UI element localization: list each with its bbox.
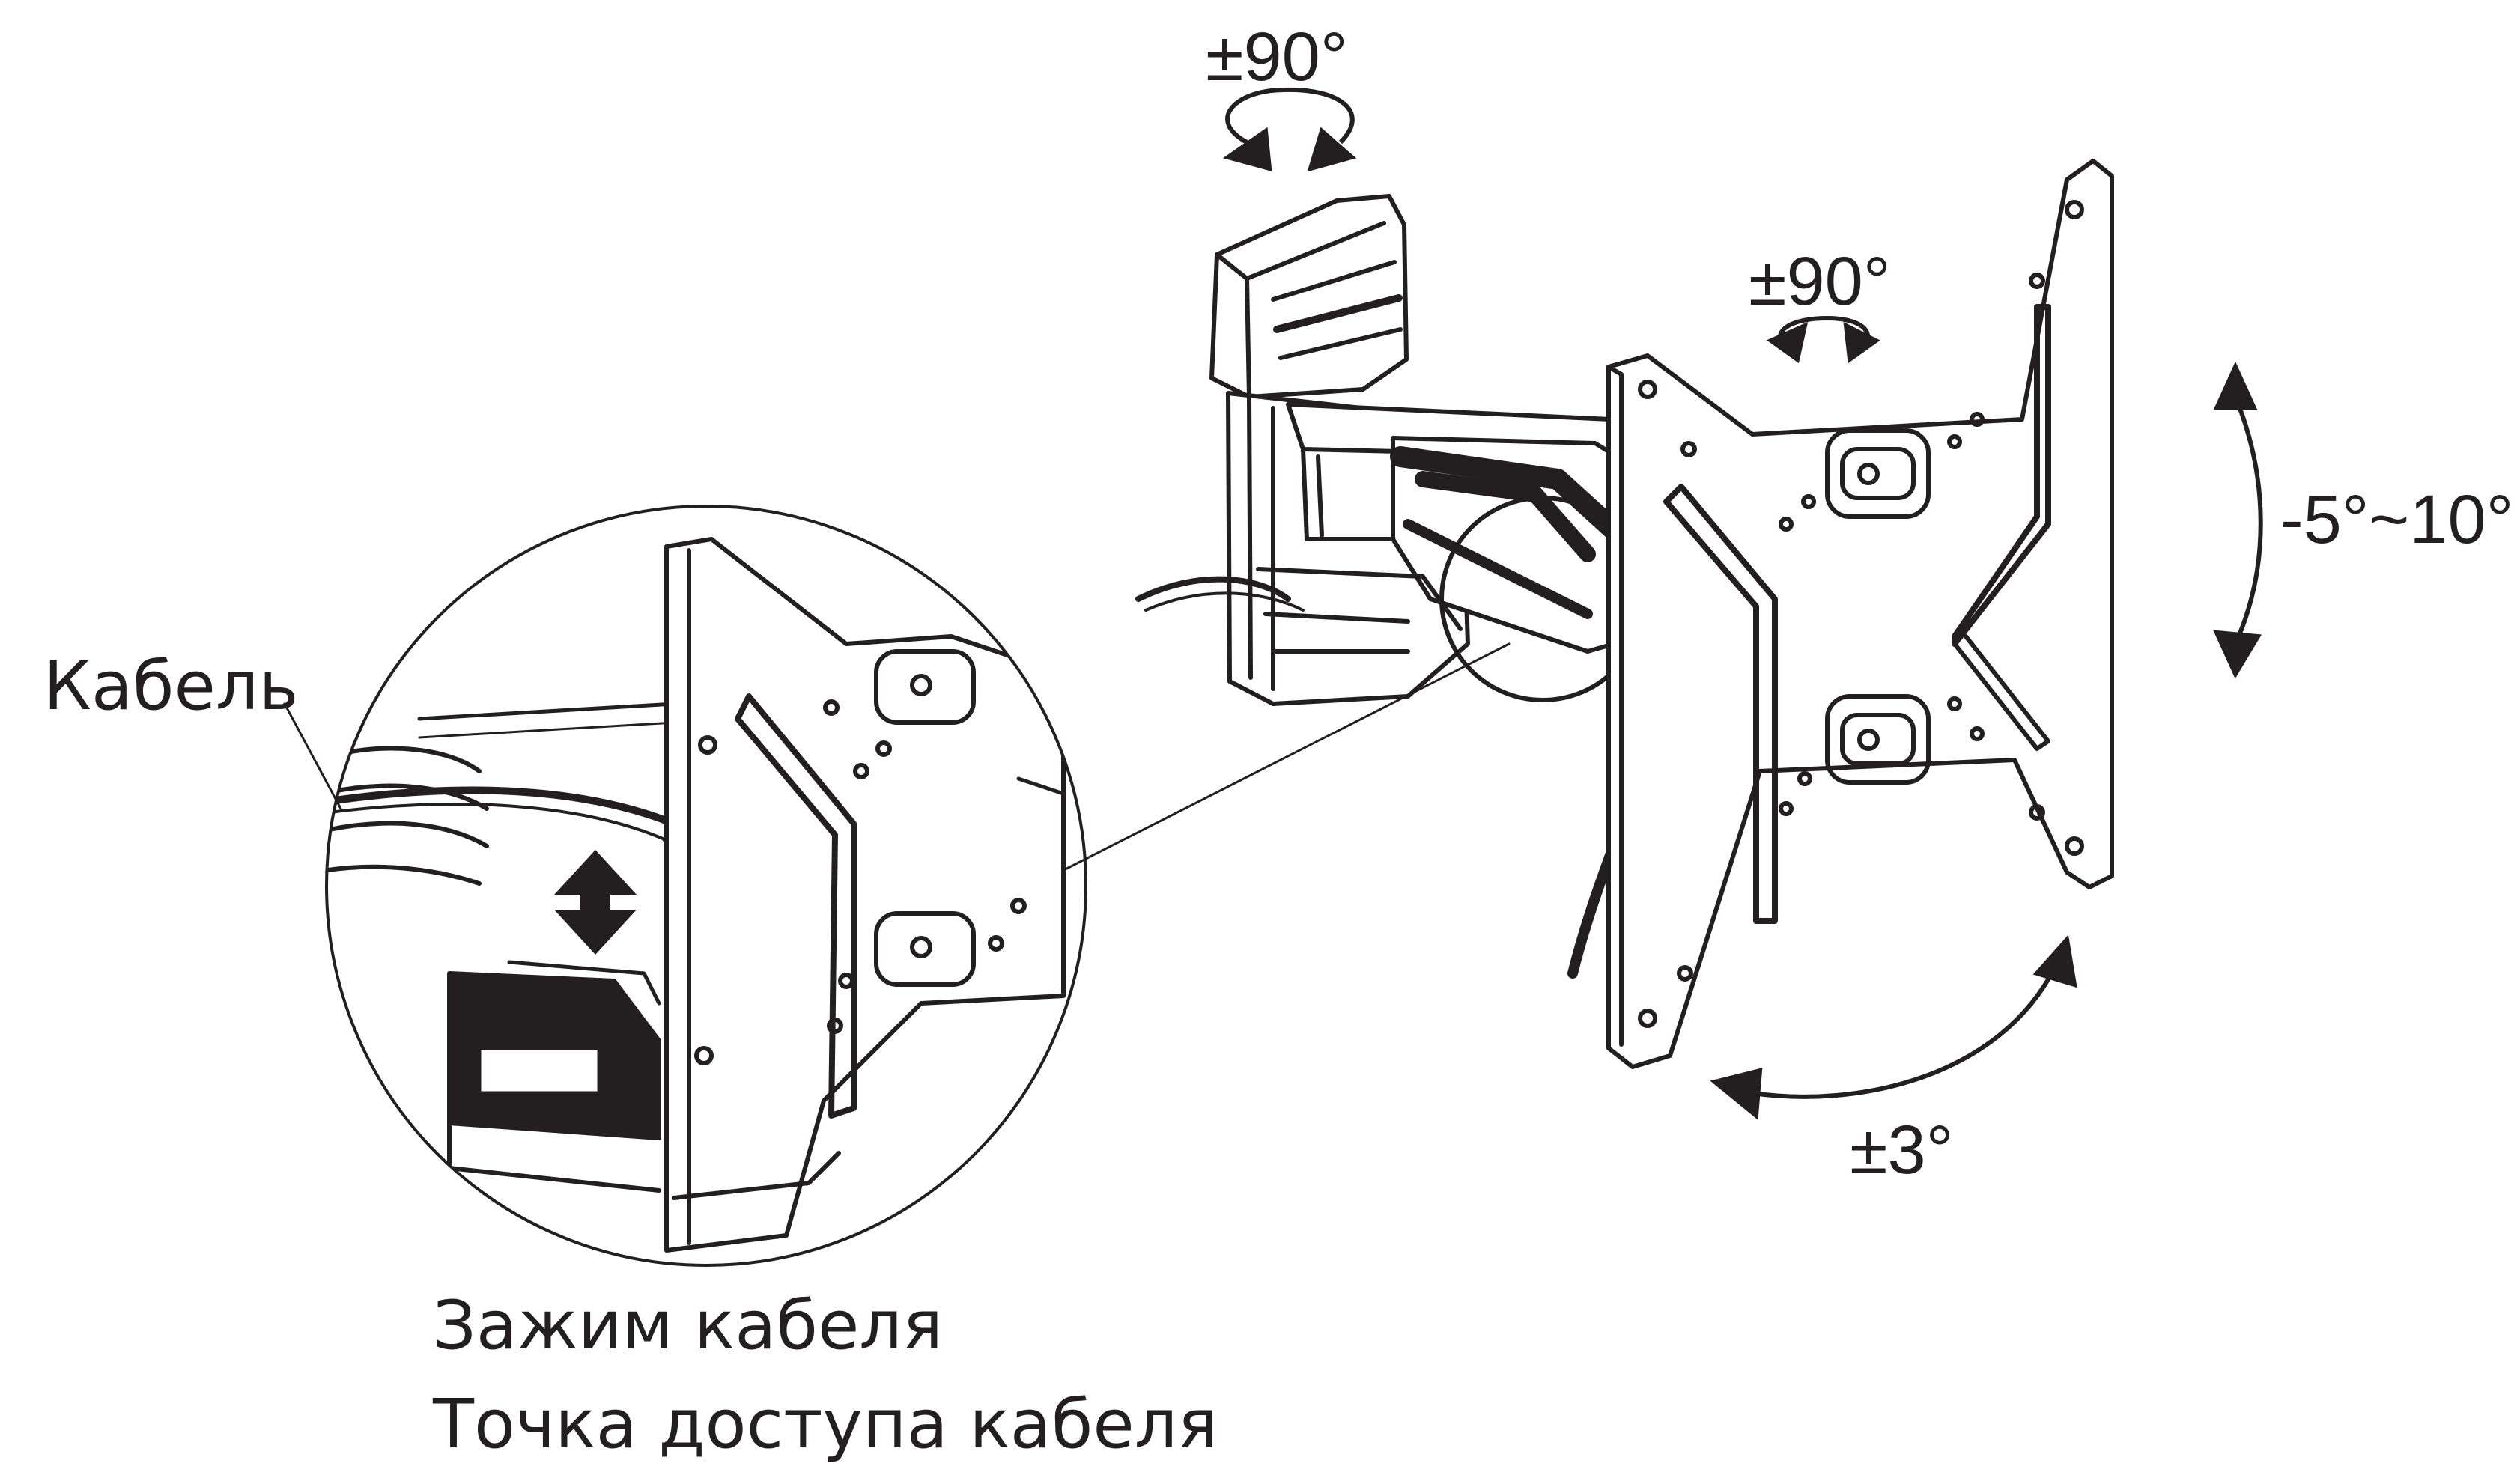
cable-leader-line (283, 702, 342, 810)
motion-arrows (554, 850, 637, 955)
rotation-angle-label: ±90° (1749, 243, 1891, 320)
wall-plate (1209, 194, 1409, 399)
detail-leader-line (1036, 642, 1511, 885)
cable-label: Кабель (43, 647, 299, 726)
swivel-angle-label: ±90° (1206, 19, 1348, 95)
height-adjust-arrow (554, 850, 637, 955)
zoom-detail-circle (325, 505, 1087, 1267)
tilt-angle-label: -5°~10° (2280, 481, 2514, 558)
cable-access-point-label: Точка доступа кабеля (433, 1385, 1218, 1464)
level-adjust-label: ±3° (1850, 1112, 1954, 1188)
vesa-plate (1606, 159, 2114, 1069)
rotation-arrows (1223, 87, 2263, 1120)
cable-clamp-label: Зажим кабеля (433, 1286, 943, 1365)
